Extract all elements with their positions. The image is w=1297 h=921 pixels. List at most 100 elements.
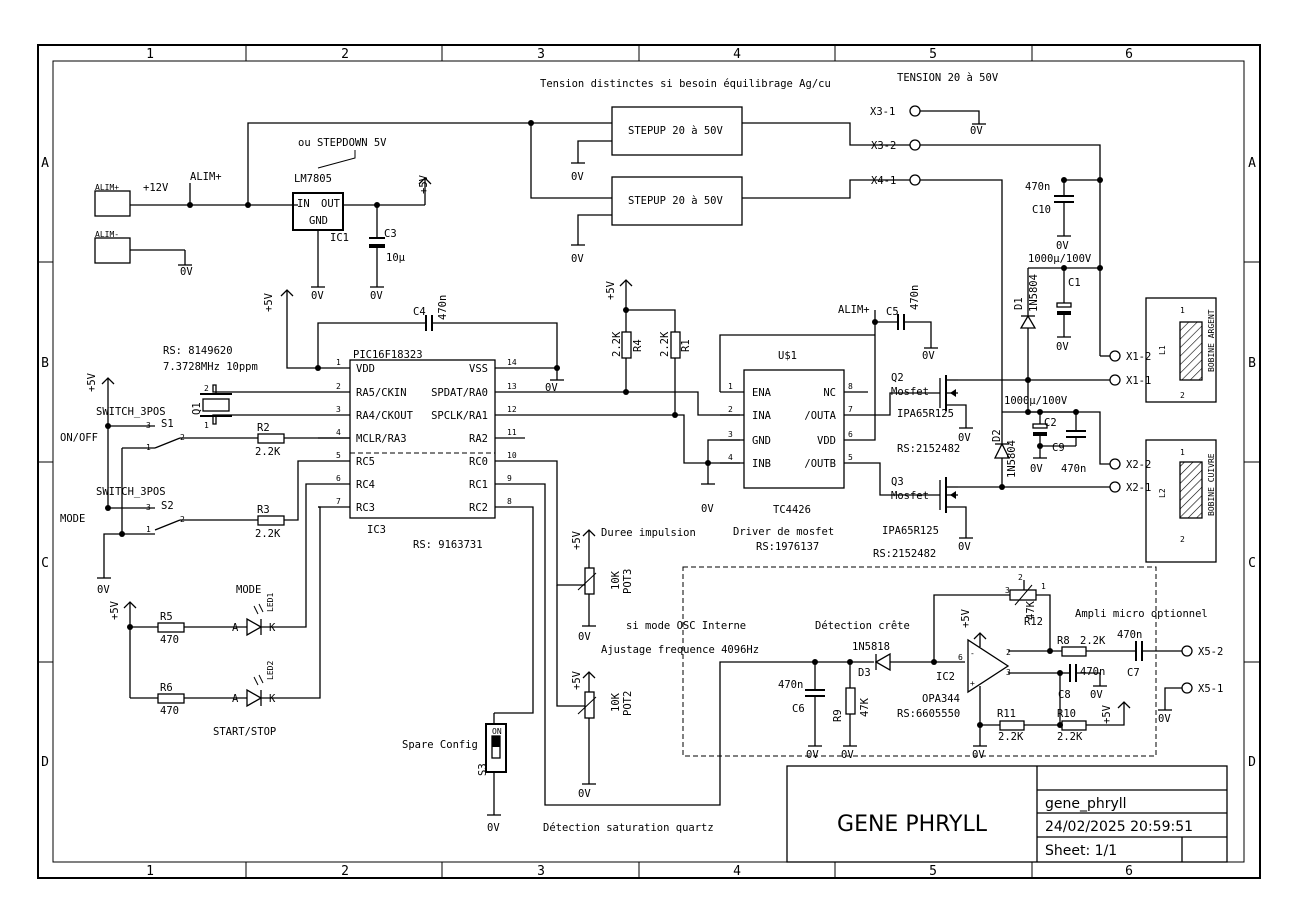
- label-start-stop: START/STOP: [213, 726, 276, 738]
- x1-1-terminal: [1109, 374, 1121, 386]
- x3-1-label: X3-1: [870, 106, 895, 118]
- driver-pin-left-num: 1: [728, 382, 733, 391]
- x5-1-label: X5-1: [1198, 683, 1223, 695]
- gnd-label-reg: 0V: [311, 290, 324, 302]
- c3-ref: C3: [384, 228, 397, 240]
- r11-ref: R11: [997, 708, 1016, 720]
- mcu-ref: IC3: [367, 524, 386, 536]
- q2-ref: Q2: [891, 372, 904, 384]
- gnd-label-q2: 0V: [958, 432, 971, 444]
- q2-type: Mosfet: [891, 386, 929, 398]
- r5-value: 470: [160, 634, 179, 646]
- r12-pin3: 3: [1005, 586, 1010, 595]
- col-label-top-5: 5: [929, 47, 937, 62]
- gnd-label-c5: 0V: [922, 350, 935, 362]
- r6-value: 470: [160, 705, 179, 717]
- net-5v-pot3: +5V: [571, 530, 583, 550]
- mcu-pin-right-label: RC2: [469, 502, 488, 514]
- pullup-resistors: +5V 2.2K R4 2.2K R1: [525, 279, 740, 464]
- c8-ref: C8: [1058, 689, 1071, 701]
- mcu-pin-left-num: 7: [336, 497, 341, 506]
- gnd-label-c10: 0V: [1056, 240, 1069, 252]
- capacitor-c10: 470n C10 0V: [1025, 177, 1103, 252]
- mcu-pin-left-num: 1: [336, 358, 341, 367]
- col-label-top-6: 6: [1125, 47, 1133, 62]
- mcu-pin-right-num: 14: [507, 358, 517, 367]
- c5-value: 470n: [909, 285, 921, 310]
- l1-pin1: 2: [1180, 391, 1185, 400]
- c6-value: 470n: [778, 679, 803, 691]
- r12-pin1: 1: [1041, 582, 1046, 591]
- switches: +5V SWITCH_3POS ON/OFF S1 3 1 2 R2 2.2K …: [60, 372, 350, 596]
- led1-ref: LED1: [266, 593, 275, 612]
- mcu-pin-left-label: RC3: [356, 502, 375, 514]
- driver-pin-right-label: VDD: [817, 435, 836, 447]
- x2-2-terminal: [1109, 458, 1121, 470]
- note-osc-mode: si mode OSC Interne: [626, 620, 746, 632]
- d3-symbol: [874, 652, 891, 672]
- diode-d1-cap-c1: 1000µ/100V D1 1N5804 C1 0V: [1013, 253, 1103, 380]
- led2-symbol: [246, 688, 263, 708]
- net-5v-opamp: +5V: [960, 608, 972, 628]
- row-label-left-b: B: [41, 356, 49, 371]
- d1-value: 1N5804: [1028, 274, 1040, 312]
- row-label-right-b: B: [1248, 356, 1256, 371]
- reg-out-pin: OUT: [321, 198, 341, 210]
- s3-ref: S3: [477, 763, 489, 776]
- ic2-minus: -: [970, 649, 975, 658]
- stepup-converters: STEPUP 20 à 50V STEPUP 20 à 50V 0V 0V: [571, 106, 910, 265]
- c3-value: 10µ: [386, 252, 406, 264]
- r8-ref: R8: [1057, 635, 1070, 647]
- coil-l1: 1 2 L1 BOBINE ARGENT X1-2 X1-1: [958, 297, 1217, 403]
- note-ampli: Ampli micro optionnel: [1075, 608, 1208, 620]
- note-stepdown: ou STEPDOWN 5V: [298, 137, 387, 149]
- led1-symbol: [246, 617, 263, 637]
- c1-value: 1000µ/100V: [1028, 253, 1092, 265]
- driver-pin-left-label: INA: [752, 410, 772, 422]
- driver-tc4426: U$1 TC4426 Driver de mosfet RS:1976137 E…: [701, 285, 938, 553]
- optional-ampli-section: si mode OSC Interne Détection crête Ampl…: [626, 566, 1223, 761]
- pot2-ref: POT2: [622, 691, 634, 716]
- driver-pin-left-num: 4: [728, 453, 733, 462]
- gnd-label-s3: 0V: [487, 822, 500, 834]
- mcu-pin-right-label: RC1: [469, 479, 488, 491]
- ic2-value: OPA344: [922, 693, 960, 705]
- net-5v-pic: +5V: [263, 292, 275, 312]
- mcu-pin-right-label: SPDAT/RA0: [431, 387, 488, 399]
- col-label-top-4: 4: [733, 47, 741, 62]
- s1-type: SWITCH_3POS: [96, 406, 166, 418]
- driver-ref: U$1: [778, 350, 797, 362]
- note-spare: Spare Config: [402, 739, 478, 751]
- led1-cathode: K: [269, 622, 276, 634]
- s3-on: ON: [492, 727, 502, 736]
- mcu-pin-left-num: 6: [336, 474, 341, 483]
- x2-1-label: X2-1: [1126, 482, 1151, 494]
- led2-anode: A: [232, 693, 239, 705]
- mcu-pin-right-label: RC0: [469, 456, 488, 468]
- c10-value: 470n: [1025, 181, 1050, 193]
- pots-and-config: Duree impulsion +5V 0V 10K POT3 Ajustage…: [402, 460, 808, 834]
- driver-pin-left-label: ENA: [752, 387, 772, 399]
- col-label-bot-5: 5: [929, 864, 937, 879]
- led1-anode: A: [232, 622, 239, 634]
- led2-cathode: K: [269, 693, 276, 705]
- gnd-label-sw: 0V: [97, 584, 110, 596]
- col-label-bot-1: 1: [146, 864, 154, 879]
- driver-pin-right-num: 5: [848, 453, 853, 462]
- mcu-pin-right-num: 12: [507, 405, 517, 414]
- crystal-rs: RS: 8149620: [163, 345, 233, 357]
- alim-minus-connector: [94, 237, 131, 264]
- d3-ref: D3: [858, 667, 871, 679]
- mcu-pin-left-label: RA4/CKOUT: [356, 410, 414, 422]
- reg-ref: IC1: [330, 232, 349, 244]
- power-input: ALIM+ ALIM- +12V ALIM+ 0V: [94, 120, 612, 278]
- d2-ref: D2: [991, 429, 1003, 442]
- note-detection-sat: Détection saturation quartz: [543, 822, 714, 834]
- reg-gnd-pin: GND: [309, 215, 328, 227]
- l2-pin1: 1: [1180, 448, 1185, 457]
- pot2-value: 10K: [610, 692, 622, 712]
- s2-type: SWITCH_3POS: [96, 486, 166, 498]
- s2-ref: S2: [161, 500, 174, 512]
